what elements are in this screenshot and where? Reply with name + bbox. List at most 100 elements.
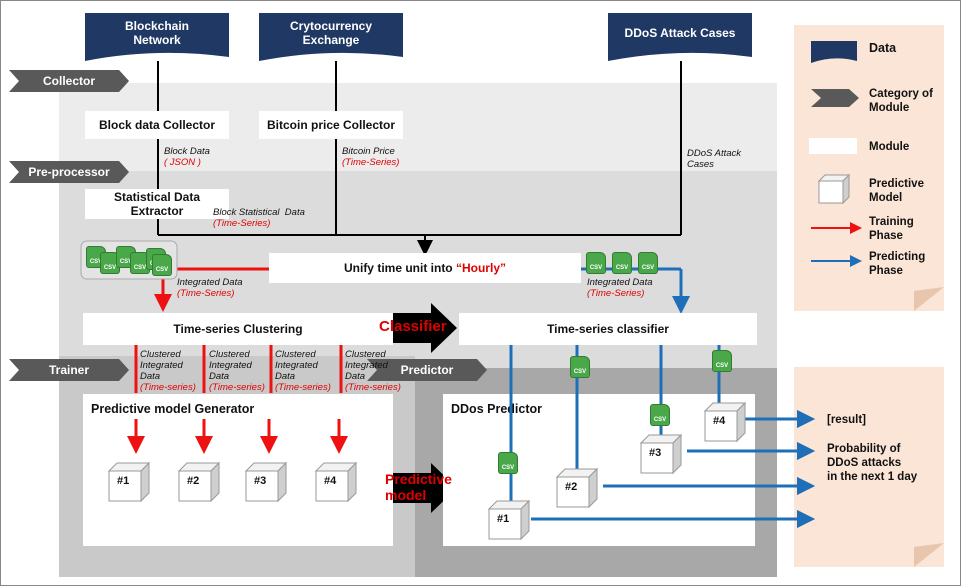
pred-model-3: #3 xyxy=(649,447,662,459)
csv-file-icon: CSV xyxy=(87,247,105,267)
clustered-label-1: Clustered Integrated Data (Time-series) xyxy=(140,349,196,393)
exchange-data: Crytocurrency Exchange xyxy=(259,13,403,61)
csv-file-text: CSV xyxy=(573,369,587,375)
blockchain-network-label: Blockchain Network xyxy=(124,19,190,47)
block-data-text: Block Data xyxy=(164,146,210,157)
block-stat-type: (Time-Series) xyxy=(213,218,271,229)
unify-time-module: Unify time unit into “Hourly” xyxy=(269,253,581,283)
clustered-type-3: (Time-series) xyxy=(275,382,331,393)
block-data-collector-label: Block data Collector xyxy=(98,118,216,132)
json-text: ( JSON ) xyxy=(164,157,201,168)
probability-label: Probability of DDoS attacks in the next … xyxy=(827,443,918,483)
predictive-big-arrow xyxy=(381,463,457,513)
csv-file-text: CSV xyxy=(589,265,603,271)
csv-file-text: CSV xyxy=(641,265,655,271)
csv-file-text: CSV xyxy=(103,265,117,271)
csv-file-icon: CSV xyxy=(613,253,631,273)
ddos-cases-text: DDoS Attack Cases xyxy=(687,148,742,170)
csv-file-icon: CSV xyxy=(651,405,669,425)
integrated-data-right: Integrated Data (Time-Series) xyxy=(587,277,653,299)
pred-model-1: #1 xyxy=(497,513,510,525)
exchange-label: Crytocurrency Exchange xyxy=(289,19,373,47)
block-data-label: Block Data ( JSON ) xyxy=(164,146,210,168)
train-model-2: #2 xyxy=(187,475,200,487)
clustered-text-3: Clustered Integrated Data xyxy=(275,349,318,382)
csv-file-icon: CSV xyxy=(131,253,149,273)
csv-file-icon: CSV xyxy=(639,253,657,273)
results-fold xyxy=(914,543,944,567)
integrated-data-left: Integrated Data (Time-Series) xyxy=(177,277,243,299)
time-series-clustering: Time-series Clustering xyxy=(83,313,393,345)
clustered-type-1: (Time-series) xyxy=(140,382,196,393)
csv-file-icon: CSV xyxy=(101,253,119,273)
csv-file-icon: CSV xyxy=(571,357,589,377)
block-stat-text: Block Statistical Data xyxy=(213,207,305,218)
stage-preprocessor: Pre-processor xyxy=(9,161,129,183)
csv-file-icon: CSV xyxy=(499,453,517,473)
legend-training-label: Training Phase xyxy=(869,216,914,242)
bitcoin-price-text: Bitcoin Price xyxy=(342,146,395,157)
statistical-data-extractor-label: Statistical Data Extractor xyxy=(113,190,201,218)
blockchain-network-data: Blockchain Network xyxy=(85,13,229,61)
csv-file-icon: CSV xyxy=(117,247,135,267)
csv-file-icon: CSV xyxy=(587,253,605,273)
csv-file-text: CSV xyxy=(89,259,103,265)
legend-module-shape xyxy=(809,138,857,154)
train-model-3: #3 xyxy=(254,475,267,487)
legend-predicting-label: Predicting Phase xyxy=(869,251,926,277)
csv-file-text: CSV xyxy=(133,265,147,271)
legend-fold xyxy=(914,287,944,311)
clustered-text-4: Clustered Integrated Data xyxy=(345,349,388,382)
clustered-type-4: (Time-series) xyxy=(345,382,401,393)
legend-module-label: Module xyxy=(869,141,910,153)
ddos-predictor-label: DDos Predictor xyxy=(451,402,542,416)
integrated-data-right-text: Integrated Data xyxy=(587,277,653,288)
clustered-text-2: Clustered Integrated Data xyxy=(209,349,252,382)
ddos-predictor: DDos Predictor xyxy=(443,394,755,546)
predictive-model-generator: Predictive model Generator xyxy=(83,394,393,546)
classifier-big-arrow xyxy=(381,303,457,353)
ddos-cases-data: DDoS Attack Cases xyxy=(608,13,752,61)
pred-model-4: #4 xyxy=(713,415,726,427)
stage-preprocessor-label: Pre-processor xyxy=(28,165,110,179)
clustered-label-4: Clustered Integrated Data (Time-series) xyxy=(345,349,401,393)
csv-file-icon: CSV xyxy=(713,351,731,371)
time-series-clustering-label: Time-series Clustering xyxy=(173,322,303,336)
integrated-data-left-type: (Time-Series) xyxy=(177,288,235,299)
clustered-type-2: (Time-series) xyxy=(209,382,265,393)
bitcoin-price-collector: Bitcoin price Collector xyxy=(259,111,403,139)
stage-trainer: Trainer xyxy=(9,359,129,381)
classifier-arrow-label: Classifier xyxy=(379,318,447,335)
csv-file-text: CSV xyxy=(119,259,133,265)
clustered-text-1: Clustered Integrated Data xyxy=(140,349,183,382)
clustered-label-2: Clustered Integrated Data (Time-series) xyxy=(209,349,265,393)
unify-time-highlight: “Hourly” xyxy=(455,261,506,275)
integrated-data-right-type: (Time-Series) xyxy=(587,288,645,299)
csv-file-text: CSV xyxy=(155,267,169,273)
result-label: [result] xyxy=(827,414,866,426)
results-panel xyxy=(794,367,944,567)
time-series-classifier-label: Time-series classifier xyxy=(547,322,669,336)
stage-collector-label: Collector xyxy=(42,74,95,88)
integrated-data-left-text: Integrated Data xyxy=(177,277,243,288)
ddos-cases-label: DDoS Attack Cases xyxy=(624,26,736,40)
legend-data-shape xyxy=(811,41,857,63)
bitcoin-price-label: Bitcoin Price (Time-Series) xyxy=(342,146,399,168)
clustered-label-3: Clustered Integrated Data (Time-series) xyxy=(275,349,331,393)
csv-file-text: CSV xyxy=(715,363,729,369)
predictive-arrow-label: Predictive model xyxy=(385,471,452,503)
legend-category-label: Category of Module xyxy=(869,88,933,114)
stage-predictor-label: Predictor xyxy=(400,363,454,377)
legend-chevron-shape xyxy=(811,89,859,107)
csv-file-text: CSV xyxy=(501,465,515,471)
legend-panel xyxy=(794,25,944,311)
bitcoin-price-collector-label: Bitcoin price Collector xyxy=(266,118,396,132)
legend-data-label: Data xyxy=(869,41,897,55)
unify-time-label: Unify time unit into xyxy=(343,261,456,275)
train-model-4: #4 xyxy=(324,475,337,487)
block-stat-label: Block Statistical Data (Time-Series) xyxy=(213,207,305,229)
predictive-model-generator-label: Predictive model Generator xyxy=(91,402,255,416)
bitcoin-price-type: (Time-Series) xyxy=(342,157,400,168)
csv-file-text: CSV xyxy=(653,417,667,423)
